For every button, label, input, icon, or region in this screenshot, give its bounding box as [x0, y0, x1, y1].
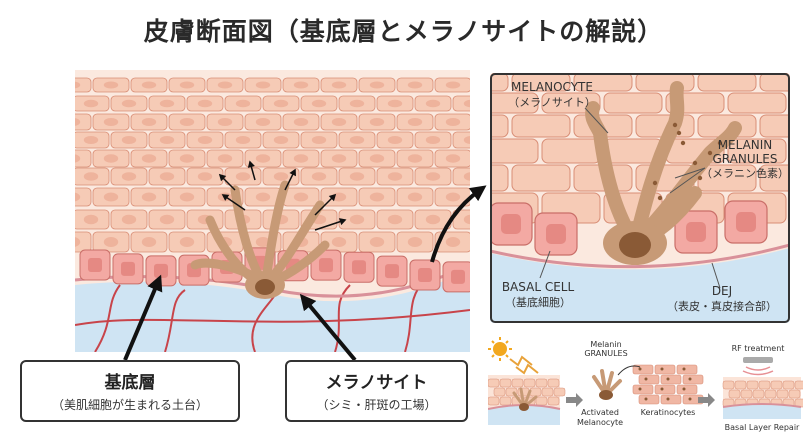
rf-device-icon	[742, 357, 774, 376]
page-title: 皮膚断面図（基底層とメラノサイトの解説）	[143, 17, 664, 46]
uv-rays-icon	[509, 355, 539, 375]
basal-callout-title: 基底層	[104, 373, 156, 393]
basal-repair-label: Basal Layer Repair	[725, 423, 800, 432]
melanocyte-callout: メラノサイト （シミ・肝斑の工場）	[285, 360, 468, 422]
dej-label: DEJ	[712, 284, 732, 298]
activated-label-2: Melanocyte	[577, 418, 623, 427]
mini-skin-2	[722, 377, 803, 419]
process-granules-2: GRANULES	[584, 349, 627, 358]
melanocyte-label: MELANOCYTE	[511, 80, 593, 94]
basal-callout-sub: （美肌細胞が生まれる土台）	[51, 398, 208, 412]
basal-cell-label-jp: （基底細胞）	[505, 295, 571, 309]
activated-melanocyte	[592, 369, 622, 400]
mini-skin-1	[488, 375, 566, 425]
granule-arrows	[218, 160, 347, 231]
sun-icon	[488, 337, 512, 361]
melanocyte-callout-sub: （シミ・肝斑の工場）	[316, 398, 437, 412]
dej-label-jp: （表皮・真皮接合部）	[667, 299, 777, 313]
melanocyte-callout-title: メラノサイト	[325, 373, 428, 393]
activated-label-1: Activated	[581, 408, 619, 417]
basal-cell-label: BASAL CELL	[502, 280, 575, 294]
rf-treatment-label: RF treatment	[732, 344, 785, 353]
process-strip: Melanin GRANULES Activated Melanocyte Ke…	[488, 337, 803, 432]
basal-layer-callout: 基底層 （美肌細胞が生まれる土台）	[20, 360, 240, 422]
granules-label-jp: （メラニン色素）	[701, 166, 789, 180]
melanocyte	[190, 180, 330, 299]
granules-label-1: MELANIN	[718, 138, 773, 152]
skin-cross-section	[75, 70, 470, 352]
dermis-area	[75, 270, 470, 352]
granules-label-2: GRANULES	[712, 152, 777, 166]
melanocyte-label-jp: （メラノサイト）	[508, 96, 596, 109]
process-arrow-2	[698, 393, 715, 407]
keratinocyte-stack	[632, 364, 704, 405]
process-arrow-1	[566, 393, 583, 407]
process-granules-1: Melanin	[590, 340, 621, 349]
zoom-panel: MELANOCYTE （メラノサイト） MELANIN GRANULES （メラ…	[490, 73, 790, 323]
keratinocytes-label: Keratinocytes	[641, 408, 696, 417]
